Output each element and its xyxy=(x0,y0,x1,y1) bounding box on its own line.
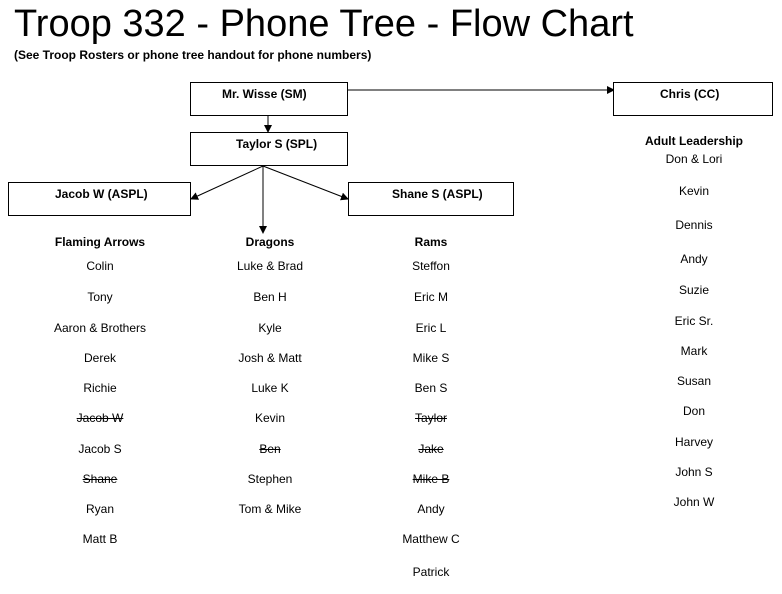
patrol-name: Flaming Arrows xyxy=(54,235,146,249)
member-name: Richie xyxy=(83,381,117,395)
member-name: John W xyxy=(673,495,715,509)
member-name: Eric Sr. xyxy=(674,314,714,328)
member-name: Josh & Matt xyxy=(238,351,302,365)
aspl-left-box: Jacob W (ASPL) xyxy=(8,182,191,216)
adult-leadership-heading: Adult Leadership xyxy=(644,134,743,148)
member-name: Kevin xyxy=(254,411,286,425)
member-name: Ryan xyxy=(85,502,114,516)
member-name: Kyle xyxy=(258,321,282,335)
member-name: Tony xyxy=(87,290,113,304)
member-name: Matthew C xyxy=(402,532,460,546)
page-subtitle: (See Troop Rosters or phone tree handout… xyxy=(14,48,372,62)
aspl-left-label: Jacob W (ASPL) xyxy=(55,187,148,201)
member-name: Ben S xyxy=(414,381,448,395)
member-name: Luke K xyxy=(251,381,289,395)
member-name: Suzie xyxy=(678,283,710,297)
scoutmaster-label: Mr. Wisse (SM) xyxy=(222,87,307,101)
member-name: Eric M xyxy=(414,290,448,304)
spl-label: Taylor S (SPL) xyxy=(236,137,318,151)
member-name: Taylor xyxy=(414,411,447,425)
aspl-right-box: Shane S (ASPL) xyxy=(348,182,514,216)
member-name: John S xyxy=(675,465,713,479)
member-name: Eric L xyxy=(415,321,447,335)
member-name: Stephen xyxy=(247,472,293,486)
page-title: Troop 332 - Phone Tree - Flow Chart xyxy=(14,3,634,45)
member-name: Mark xyxy=(680,344,708,358)
patrol-name: Rams xyxy=(414,235,448,249)
member-name: Dennis xyxy=(675,218,713,232)
committee-chair-label: Chris (CC) xyxy=(660,87,720,101)
member-name: Andy xyxy=(680,252,708,266)
member-name: Matt B xyxy=(82,532,118,546)
member-name: Kevin xyxy=(678,184,710,198)
member-name: Mike B xyxy=(412,472,450,486)
spl-box: Taylor S (SPL) xyxy=(190,132,348,166)
aspl-right-label: Shane S (ASPL) xyxy=(392,187,483,201)
member-name: Ben xyxy=(259,442,281,456)
member-name: Harvey xyxy=(674,435,713,449)
member-name: Derek xyxy=(83,351,116,365)
member-name: Patrick xyxy=(412,565,450,579)
scoutmaster-box: Mr. Wisse (SM) xyxy=(190,82,348,116)
arrow-spl-to-aspl-left xyxy=(190,165,264,200)
member-name: Steffon xyxy=(412,259,450,273)
member-name: Mike S xyxy=(412,351,450,365)
member-name: Aaron & Brothers xyxy=(53,321,147,335)
arrow-spl-to-aspl-right xyxy=(262,165,349,201)
member-name: Jacob W xyxy=(76,411,124,425)
member-name: Shane xyxy=(82,472,118,486)
patrol-name: Dragons xyxy=(245,235,295,249)
member-name: Don & Lori xyxy=(665,152,723,166)
committee-chair-box: Chris (CC) xyxy=(613,82,773,116)
member-name: Jake xyxy=(418,442,444,456)
member-name: Don xyxy=(682,404,705,418)
member-name: Luke & Brad xyxy=(236,259,304,273)
member-name: Andy xyxy=(417,502,445,516)
member-name: Susan xyxy=(676,374,712,388)
member-name: Tom & Mike xyxy=(238,502,302,516)
member-name: Jacob S xyxy=(78,442,122,456)
member-name: Ben H xyxy=(253,290,287,304)
member-name: Colin xyxy=(86,259,114,273)
